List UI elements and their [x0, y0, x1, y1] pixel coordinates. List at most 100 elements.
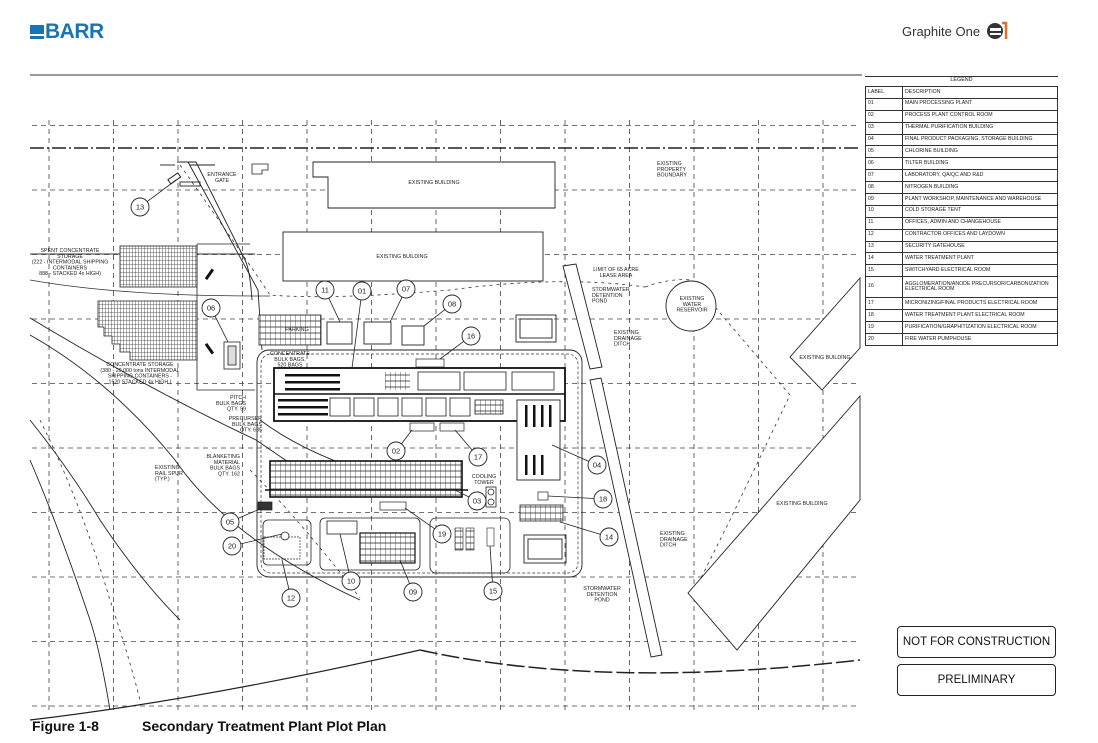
label-ditch-top: EXISTING [614, 330, 639, 336]
legend-label: 03 [865, 121, 903, 135]
cooling-tower [485, 486, 497, 508]
label-lease-area: LIMIT OF 65 ACRE [593, 267, 639, 273]
electrical-room-16 [415, 358, 445, 368]
control-room-02 [409, 422, 435, 432]
concentrate-containers [97, 300, 198, 361]
label-spent-storage: STORAGE [57, 254, 83, 260]
legend-description: CHLORINE BUILDING [902, 145, 1058, 159]
callout-circle [593, 489, 613, 509]
callout-18: 18 [547, 489, 613, 509]
label-ditch-top: DRAINAGE [614, 336, 642, 342]
legend-description: FINAL PRODUCT PACKAGING, STORAGE BUILDIN… [902, 133, 1058, 147]
callout-number: 11 [321, 286, 329, 295]
legend-label: 10 [865, 204, 903, 218]
label-rail-spur: (TYP.) [155, 477, 170, 483]
legend-label: 19 [865, 321, 903, 334]
label-reservoir: WATER [683, 302, 702, 308]
legend-label: 02 [865, 109, 903, 123]
callout-number: 19 [438, 530, 446, 539]
callout-08: 08 [423, 294, 462, 327]
legend-description: CONTRACTOR OFFICES AND LAYDOWN [902, 228, 1058, 242]
stormwater-pond-top [515, 314, 557, 343]
legend-description: SWITCHYARD ELECTRICAL ROOM [902, 264, 1058, 278]
leader-line [389, 296, 403, 323]
legend-label: 20 [865, 332, 903, 346]
callout-circle [461, 326, 481, 346]
legend-label: 16 [865, 276, 903, 299]
legend-label: 15 [865, 264, 903, 278]
label-rail-spur: EXISTING [155, 465, 180, 471]
callout-circle [432, 524, 452, 544]
small-existing-structure [251, 163, 269, 175]
callout-number: 07 [402, 285, 410, 294]
barr-logo-mark-icon [30, 25, 44, 39]
leader-line [423, 309, 446, 327]
label-concentrate-bags: BULK BAGS, [274, 357, 306, 363]
label-spent-storage: 888 - STACKED 4x HIGH) [39, 271, 101, 277]
callout-17: 17 [454, 429, 488, 467]
existing-building-2 [282, 231, 544, 282]
leader-line [146, 179, 177, 202]
label-parking: PARKING [285, 327, 308, 333]
legend-label: 12 [865, 228, 903, 242]
callout-number: 12 [287, 594, 295, 603]
label-spent-storage: SPENT CONCENTRATE [41, 248, 100, 254]
not-for-construction-stamp: NOT FOR CONSTRUCTION [897, 626, 1056, 658]
callout-circle [386, 441, 406, 461]
leader-line [401, 429, 413, 445]
label-entrance-gate: GATE [215, 178, 229, 184]
callout-03: 03 [454, 489, 487, 511]
barr-logo-text: BARR [45, 20, 104, 43]
gatehouse-13 [167, 172, 182, 185]
legend-description: AGGLOMERATION/ANODE PRECURSOR/CARBONIZAT… [902, 276, 1058, 299]
callout-circle [201, 298, 221, 318]
label-ditch-top: DITCH [614, 342, 630, 348]
parking-lot [258, 314, 322, 346]
legend-description: PLANT WORKSHOP, MAINTENANCE AND WAREHOUS… [902, 193, 1058, 206]
leader-line [551, 444, 589, 462]
callout-number: 04 [593, 461, 601, 470]
final-product-building-04 [516, 399, 561, 481]
callout-05: 05 [220, 507, 263, 532]
legend-label: 14 [865, 252, 903, 266]
label-concentrate-bags: 520 BAGS [277, 363, 302, 369]
callout-circle [483, 581, 503, 601]
callout-number: 16 [467, 332, 475, 341]
label-cooling-tower: COOLING [472, 474, 496, 480]
callout-circle [442, 294, 462, 314]
legend-label: 04 [865, 133, 903, 147]
legend-label: 05 [865, 145, 903, 159]
label-precursor-bags: BULK BAGS [232, 422, 262, 428]
label-blanketing-bags: QTY. 162 [218, 471, 240, 477]
label-spent-storage: CONTAINERS [53, 265, 88, 271]
label-existing-building-4: EXISTING BUILDING [776, 501, 827, 507]
legend-label: 13 [865, 240, 903, 254]
callout-circle [130, 197, 150, 217]
leader-line [240, 533, 283, 545]
legend-description: SECURITY GATEHOUSE [902, 240, 1058, 254]
legend-description: WATER TREATMENT PLANT ELECTRICAL ROOM [902, 309, 1058, 323]
label-concentrate-storage: CONCENTRATE STORAGE [106, 362, 174, 368]
callout-number: 18 [599, 495, 607, 504]
callout-circle [396, 279, 416, 299]
cold-storage-tent-10 [326, 520, 358, 535]
callout-number: 10 [347, 577, 355, 586]
label-lease-area: LEASE AREA [600, 273, 633, 279]
label-ditch-bottom: EXISTING [660, 531, 685, 537]
callout-circle [222, 536, 242, 556]
plant-site-boundary [256, 349, 583, 578]
callout-number: 20 [228, 542, 236, 551]
callout-circle [467, 491, 487, 511]
water-treatment-plant-14 [519, 504, 564, 522]
callout-04: 04 [551, 444, 607, 475]
